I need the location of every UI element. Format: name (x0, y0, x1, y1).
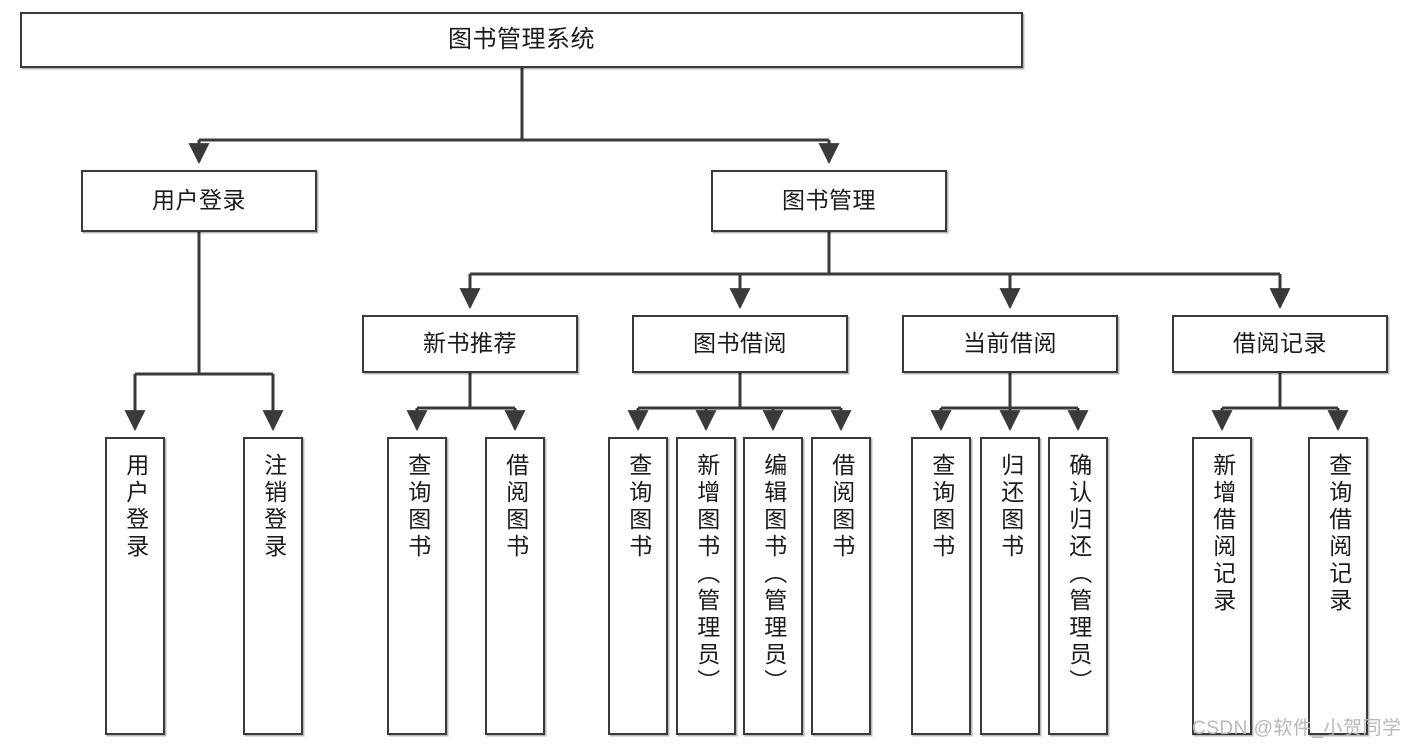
node-leaf-return-book[interactable]: 归还图书 (980, 437, 1040, 735)
node-label: 用户登录 (152, 187, 246, 214)
node-label: 查询借阅记录 (1325, 453, 1352, 615)
node-label: 借阅图书 (502, 453, 529, 561)
node-leaf-borrow-book-1[interactable]: 借阅图书 (485, 437, 545, 735)
node-new-book-recommendation[interactable]: 新书推荐 (362, 315, 578, 373)
node-label: 注销登录 (260, 453, 287, 561)
node-user-login[interactable]: 用户登录 (81, 170, 317, 232)
node-label: 查询图书 (928, 453, 955, 561)
node-label: 确认归还（管理员） (1065, 453, 1092, 696)
node-current-borrowing[interactable]: 当前借阅 (902, 315, 1118, 373)
node-leaf-query-book-3[interactable]: 查询图书 (911, 437, 971, 735)
node-leaf-query-book-1[interactable]: 查询图书 (387, 437, 447, 735)
node-leaf-edit-book[interactable]: 编辑图书（管理员） (743, 437, 803, 735)
node-leaf-confirm-return[interactable]: 确认归还（管理员） (1048, 437, 1108, 735)
node-leaf-query-book-2[interactable]: 查询图书 (608, 437, 668, 735)
node-label: 编辑图书（管理员） (760, 453, 787, 696)
node-book-borrowing[interactable]: 图书借阅 (632, 315, 848, 373)
node-label: 查询图书 (625, 453, 652, 561)
node-label: 用户登录 (122, 453, 149, 561)
node-label: 图书管理 (782, 187, 876, 214)
node-leaf-query-borrow-record[interactable]: 查询借阅记录 (1308, 437, 1368, 735)
node-label: 新增借阅记录 (1209, 453, 1236, 615)
node-label: 图书借阅 (693, 330, 787, 357)
node-book-management[interactable]: 图书管理 (711, 170, 947, 232)
node-label: 图书管理系统 (448, 25, 595, 53)
node-label: 借阅图书 (828, 453, 855, 561)
node-leaf-logout[interactable]: 注销登录 (243, 437, 303, 735)
node-label: 借阅记录 (1233, 330, 1327, 357)
node-label: 新书推荐 (423, 330, 517, 357)
node-leaf-add-borrow-record[interactable]: 新增借阅记录 (1192, 437, 1252, 735)
node-label: 当前借阅 (963, 330, 1057, 357)
node-leaf-add-book[interactable]: 新增图书（管理员） (676, 437, 736, 735)
node-borrowing-record[interactable]: 借阅记录 (1172, 315, 1388, 373)
node-label: 查询图书 (404, 453, 431, 561)
node-root-book-management-system[interactable]: 图书管理系统 (20, 12, 1023, 68)
node-leaf-borrow-book-2[interactable]: 借阅图书 (811, 437, 871, 735)
node-label: 新增图书（管理员） (693, 453, 720, 696)
node-leaf-user-login[interactable]: 用户登录 (105, 437, 165, 735)
node-label: 归还图书 (997, 453, 1024, 561)
